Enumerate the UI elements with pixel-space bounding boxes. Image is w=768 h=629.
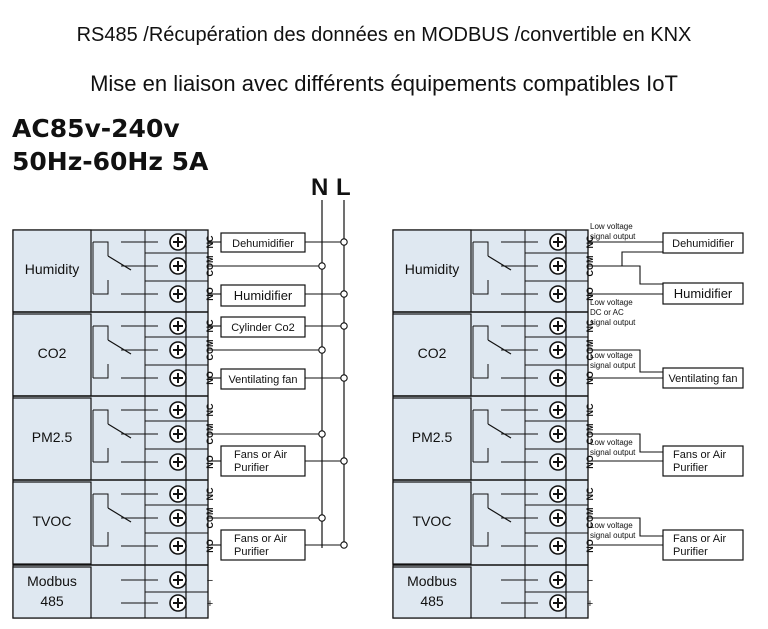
cylinder-co2-box <box>220 316 306 338</box>
right-relay-contact <box>487 507 512 523</box>
ventilating-fan-box <box>220 368 306 390</box>
humidity-label: Humidity <box>25 261 79 277</box>
right-modbus-minus-label: − <box>587 575 593 587</box>
lv-note-1-line2: signal output <box>590 232 636 241</box>
left-terminal-no-label: NO <box>205 539 215 553</box>
dehumidifier-label: Dehumidifier <box>232 238 294 250</box>
pm25-cell <box>12 397 92 481</box>
ventilating-fan-label: Ventilating fan <box>228 374 297 386</box>
fans-purifier-right-2-line2: Purifier <box>673 546 708 558</box>
left-modbus-plus-label: + <box>207 598 213 610</box>
modbus-cell <box>12 566 92 619</box>
fans-purifier-1-line1: Fans or Air <box>234 449 288 461</box>
modbus-label-line1: Modbus <box>27 573 77 589</box>
dehumidifier-label-right: Dehumidifier <box>672 238 734 250</box>
neutral-label: N <box>311 174 328 201</box>
lv-note-5-line2: signal output <box>590 531 636 540</box>
right-terminal-nc-label: NC <box>585 403 595 416</box>
co2-cell <box>12 313 92 397</box>
right-terminal-nc-label: NC <box>585 319 595 332</box>
humidity-label-right: Humidity <box>405 261 459 277</box>
cylinder-co2-label: Cylinder Co2 <box>231 322 295 334</box>
lv-note-5-line1: Low voltage <box>590 521 633 530</box>
left-terminal-nc-label: NC <box>205 403 215 416</box>
left-relay-contact <box>107 255 132 271</box>
page-title: RS485 /Récupération des données en MODBU… <box>76 24 692 46</box>
page-subtitle: Mise en liaison avec différents équipeme… <box>90 71 678 96</box>
co2-label-right: CO2 <box>418 345 447 361</box>
fans-purifier-box-right-1 <box>662 445 744 477</box>
left-terminal-no-label: NO <box>205 455 215 469</box>
left-relay-contact <box>107 339 132 355</box>
left-relay-contact <box>107 423 132 439</box>
humidity-cell <box>12 229 92 313</box>
dehumidifier-box-right <box>662 232 744 254</box>
fans-purifier-box-right-2 <box>662 529 744 561</box>
co2-label: CO2 <box>38 345 67 361</box>
lv-note-2-line3: signal output <box>590 318 636 327</box>
right-terminal-no-label: NO <box>585 455 595 469</box>
right-relay-contact <box>487 423 512 439</box>
humidifier-label: Humidifier <box>234 288 293 303</box>
frequency-current-spec: 50Hz-60Hz 5A <box>12 147 209 176</box>
fans-purifier-right-2-line1: Fans or Air <box>673 533 727 545</box>
lv-note-4-line2: signal output <box>590 448 636 457</box>
ventilating-fan-label-right: Ventilating fan <box>668 373 737 385</box>
fans-purifier-right-1-line2: Purifier <box>673 462 708 474</box>
lv-note-3-line1: Low voltage <box>590 351 633 360</box>
left-wiring-diagram: Humidity CO2 PM2.5 TVOC Modbus 485 NCCOM… <box>12 174 351 619</box>
right-relay-contact <box>487 339 512 355</box>
humidifier-label-right: Humidifier <box>674 286 733 301</box>
left-relay-contact <box>107 507 132 523</box>
left-modbus-minus-label: − <box>207 575 213 587</box>
lv-note-2-line2: DC or AC <box>590 308 624 317</box>
fans-purifier-2-line1: Fans or Air <box>234 533 288 545</box>
lv-note-1-line1: Low voltage <box>590 222 633 231</box>
tvoc-label: TVOC <box>33 513 72 529</box>
tvoc-cell <box>12 481 92 565</box>
right-terminal-nc-label: NC <box>585 487 595 500</box>
left-terminal-nc-label: NC <box>205 487 215 500</box>
fans-purifier-right-1-line1: Fans or Air <box>673 449 727 461</box>
right-terminal-no-label: NO <box>585 539 595 553</box>
modbus-label-line2: 485 <box>40 593 64 609</box>
fans-purifier-box-1 <box>220 445 306 477</box>
right-modbus-plus-label: + <box>587 598 593 610</box>
fans-purifier-2-line2: Purifier <box>234 546 269 558</box>
lv-note-3-line2: signal output <box>590 361 636 370</box>
tvoc-label-right: TVOC <box>413 513 452 529</box>
modbus-label-right-line2: 485 <box>420 593 444 609</box>
lv-note-2-line1: Low voltage <box>590 298 633 307</box>
fans-purifier-1-line2: Purifier <box>234 462 269 474</box>
modbus-label-right-line1: Modbus <box>407 573 457 589</box>
lv-note-4-line1: Low voltage <box>590 438 633 447</box>
right-wiring-diagram: Humidity CO2 PM2.5 TVOC Modbus 485 NCCOM… <box>392 222 744 619</box>
humidifier-box <box>220 284 306 307</box>
pm25-label: PM2.5 <box>32 429 73 445</box>
pm25-label-right: PM2.5 <box>412 429 453 445</box>
right-relay-contact <box>487 255 512 271</box>
voltage-spec: AC85v-240v <box>12 114 180 143</box>
live-label: L <box>336 174 351 201</box>
